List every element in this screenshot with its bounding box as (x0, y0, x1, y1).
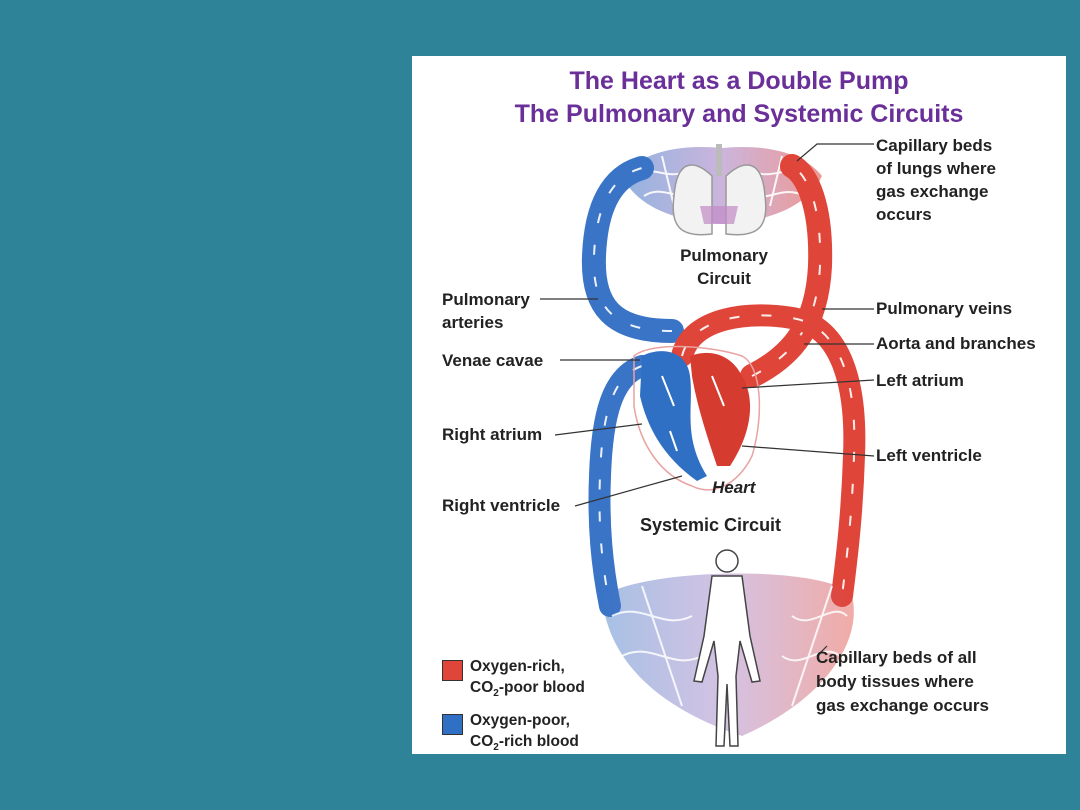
heart-icon (640, 351, 751, 481)
aorta-label: Aorta and branches (876, 334, 1036, 353)
capillary-body-label-line1: Capillary beds of all (816, 648, 977, 667)
figure-title-line2: The Pulmonary and Systemic Circuits (514, 100, 964, 128)
poor-rest-text: -rich blood (498, 733, 579, 750)
oxygen-rich-legend-line1: Oxygen-rich, (470, 658, 565, 675)
pulmonary-arteries-label-line2: arteries (442, 313, 504, 332)
capillary-lungs-label-line4: occurs (876, 205, 932, 224)
oxygen-poor-swatch (442, 714, 463, 735)
heart-outline (633, 345, 761, 491)
venae-cavae-label: Venae cavae (442, 351, 544, 370)
left-ventricle-label: Left ventricle (876, 446, 982, 465)
capillary-lungs-label-line2: of lungs where (876, 159, 996, 178)
capillary-lungs-label-line3: gas exchange (876, 182, 989, 201)
co2-subscript: 2 (493, 688, 499, 700)
figure-title-line1: The Heart as a Double Pump (569, 67, 909, 95)
leader-lines (540, 143, 875, 657)
human-figure-icon (693, 549, 761, 747)
right-atrium-label: Right atrium (442, 425, 543, 444)
capillary-body-label-line2: body tissues where (816, 672, 974, 691)
lungs-icon (672, 144, 767, 236)
co2-subscript: 2 (493, 742, 499, 754)
oxygen-poor-legend-line2: CO2-rich blood (470, 731, 579, 754)
oxygen-rich-swatch (442, 660, 463, 681)
oxygen-rich-legend-line2: CO2-poor blood (470, 677, 585, 704)
pulmonary-veins-label: Pulmonary veins (876, 299, 1013, 318)
pulmonary-circuit-label-line1: Pulmonary (680, 246, 768, 265)
pulmonary-arteries-label-line1: Pulmonary (442, 290, 530, 309)
pulmonary-circuit-label-line2: Circuit (697, 269, 751, 288)
capillary-lungs-label-line1: Capillary beds (876, 136, 993, 155)
oxygen-poor-legend-line1: Oxygen-poor, (470, 712, 570, 729)
rich-rest-text: -poor blood (498, 679, 585, 696)
circulation-diagram (540, 143, 875, 747)
figure-panel: The Heart as a Double Pump The Pulmonary… (412, 56, 1066, 754)
capillary-body-label-line3: gas exchange occurs (816, 696, 989, 715)
right-ventricle-label: Right ventricle (442, 496, 561, 515)
co2-text: CO (470, 679, 494, 696)
heart-label: Heart (712, 478, 756, 497)
systemic-circuit-label: Systemic Circuit (640, 515, 782, 535)
left-atrium-label: Left atrium (876, 371, 964, 390)
co2-text: CO (470, 733, 494, 750)
